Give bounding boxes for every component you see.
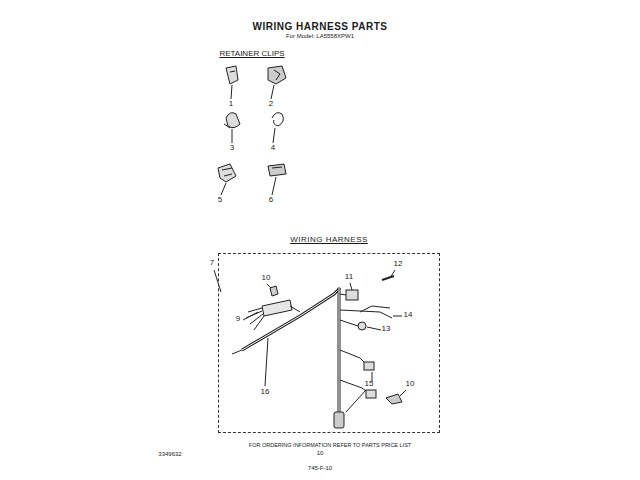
retainer-clips xyxy=(218,66,286,195)
screw-symbol xyxy=(382,276,394,280)
clip-symbol xyxy=(268,164,286,176)
leader-line xyxy=(221,183,226,195)
leader-line xyxy=(243,312,258,320)
leader-line xyxy=(267,284,271,288)
callout-number: 1 xyxy=(229,100,233,109)
callout-number: 10 xyxy=(406,380,415,389)
callout-number: 12 xyxy=(394,260,403,269)
plug-symbol xyxy=(334,412,344,428)
callout-number: 13 xyxy=(382,325,391,334)
callout-number: 2 xyxy=(269,100,273,109)
callout-number: 16 xyxy=(261,388,270,397)
ordering-note: FOR ORDERING INFORMATION REFER TO PARTS … xyxy=(249,442,411,448)
section-heading: WIRING HARNESS xyxy=(290,235,368,244)
callout-number: 14 xyxy=(404,311,413,320)
leader-line xyxy=(232,129,233,143)
clip-symbol xyxy=(218,164,236,182)
section-heading: RETAINER CLIPS xyxy=(219,50,284,59)
harness-bundle xyxy=(242,288,340,350)
page-number: 10 xyxy=(317,450,324,457)
page-title: WIRING HARNESS PARTS xyxy=(253,21,388,32)
model-number: For Model: LA5558XPW1 xyxy=(286,33,354,40)
clip-symbol xyxy=(272,113,283,126)
part-number: 3349632 xyxy=(158,451,181,458)
document-code: 745-F-10 xyxy=(308,465,332,472)
callout-number: 11 xyxy=(345,273,353,282)
connector-symbol xyxy=(366,390,376,398)
leader-line xyxy=(367,327,381,330)
leader-line xyxy=(350,283,352,290)
leader-line xyxy=(400,390,406,396)
clip-symbol xyxy=(226,113,240,128)
harness-trunk xyxy=(338,288,341,420)
connector-symbol xyxy=(346,290,358,300)
grommet-symbol xyxy=(358,322,366,330)
leader-line xyxy=(346,390,366,412)
leader-line xyxy=(265,338,268,386)
callout-number: 9 xyxy=(236,315,240,324)
leader-line xyxy=(273,128,275,143)
callout-number: 7 xyxy=(210,259,214,268)
clip-symbol xyxy=(226,66,238,84)
callout-number: 4 xyxy=(271,144,275,153)
leader-line xyxy=(231,85,232,99)
clip-symbol xyxy=(268,66,286,84)
harness-frame: WIRING HARNESS xyxy=(218,253,440,433)
callout-number: 15 xyxy=(365,380,374,389)
connector-symbol xyxy=(262,300,292,316)
connector-symbol xyxy=(364,362,374,370)
callout-number: 3 xyxy=(230,144,234,153)
clip-symbol xyxy=(386,394,402,404)
wire-lead xyxy=(340,306,392,318)
leader-line xyxy=(393,316,402,317)
callout-number: 6 xyxy=(269,196,273,205)
callout-number: 10 xyxy=(262,274,271,283)
wiring-harness xyxy=(214,270,406,428)
leader-line xyxy=(271,85,274,99)
callout-number: 5 xyxy=(218,196,222,205)
leader-line xyxy=(272,177,276,195)
leader-line xyxy=(390,270,395,278)
